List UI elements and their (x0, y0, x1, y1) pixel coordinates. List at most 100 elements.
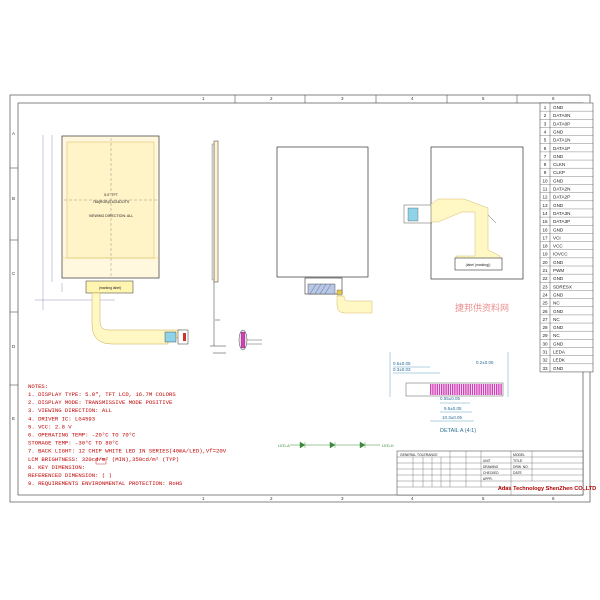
col-label: 5 (482, 96, 485, 101)
pin-name: PWM (553, 268, 564, 273)
note-line: 9. REQUIREMENTS ENVIRONMENTAL PROTECTION… (28, 480, 183, 487)
pin-number: 8 (544, 162, 547, 167)
detail-finger (489, 384, 491, 395)
pin-number: 33 (542, 366, 548, 371)
detail-finger (447, 384, 449, 395)
pin-number: 18 (542, 244, 548, 249)
pin-number: 26 (542, 309, 548, 314)
row-label: D (12, 344, 16, 349)
detail-finger (441, 384, 443, 395)
detail-dim-1: 0.5±0.05 (393, 361, 411, 366)
pin-number: 4 (544, 129, 547, 134)
pin-number: 20 (542, 260, 548, 265)
pin-name: GND (553, 309, 564, 314)
detail-finger (485, 384, 487, 395)
col-label: 1 (202, 96, 205, 101)
pin-name: IOVCC (553, 252, 568, 257)
pin-name: DATA0N (553, 113, 570, 118)
led-cathode-label: LED-K (382, 443, 394, 448)
front-view: 5.0" TFT 768(RGB)X1024DOTS VIEWING DIREC… (35, 135, 189, 345)
back-view-2: (label (marking)) 捷邦供资料网 (403, 146, 524, 314)
note-line: 3. VIEWING DIRECTION: ALL (28, 407, 112, 414)
pin-number: 31 (542, 350, 548, 355)
pin-name: CLKN (553, 162, 565, 167)
cell-unit: UNIT (483, 459, 490, 463)
detail-finger (487, 384, 489, 395)
row-label: E (12, 416, 15, 421)
pin-name: GND (553, 260, 564, 265)
lcd-resolution-text: 768(RGB)X1024DOTS (93, 200, 130, 204)
pin-number: 1 (544, 105, 547, 110)
pin-number: 24 (542, 292, 548, 297)
detail-finger (474, 384, 476, 395)
col-label: 6 (552, 96, 555, 101)
connector-label: (marking label) (99, 286, 121, 290)
field-model: MODEL (513, 453, 525, 457)
detail-finger (469, 384, 471, 395)
pin-number: 17 (542, 235, 548, 240)
back-view-1 (276, 146, 373, 314)
detail-dim-6: 0.2±0.05 (476, 360, 494, 365)
pin-name: GND (553, 178, 564, 183)
led-backlight-diagram: LED-A LED-K (278, 441, 394, 449)
pin-name: DATA2P (553, 195, 570, 200)
led-symbol (329, 441, 336, 449)
pin-number: 29 (542, 333, 548, 338)
note-line: LCM BRIGHTNESS: 320cd/m² (MIN),350cd/m² … (28, 456, 179, 463)
pin-number: 6 (544, 146, 547, 151)
pin-name: DATA0P (553, 121, 570, 126)
pin-name: GND (553, 366, 564, 371)
pin-name: LEDA (553, 350, 566, 355)
detail-dim-3: 0.55±0.05 (440, 396, 460, 401)
pin-name: SDRESX (553, 284, 572, 289)
detail-dim-5: 10.3±0.05 (442, 415, 462, 420)
pin-name: LEDK (553, 358, 566, 363)
detail-a: 0.5±0.05 0.3±0.03 0.55±0.05 9.5±0.05 10.… (389, 352, 509, 434)
notes-title: NOTES: (28, 383, 48, 390)
detail-finger (476, 384, 478, 395)
pin-number: 5 (544, 138, 547, 143)
detail-finger (480, 384, 482, 395)
pin-name: NC (553, 317, 560, 322)
col-label: 1 (202, 496, 205, 501)
key-dimension-box (95, 458, 107, 465)
col-label: 5 (482, 496, 485, 501)
detail-finger (491, 384, 493, 395)
detail-finger (432, 384, 434, 395)
pin-name: NC (553, 333, 560, 338)
viewing-direction-text: VIEWING DIRECTION: ALL (89, 214, 134, 218)
note-line: 8. KEY DIMENSION: (28, 464, 85, 471)
pin-number: 28 (542, 325, 548, 330)
pin-name: GND (553, 154, 564, 159)
pin-name: DATA2N (553, 187, 570, 192)
pin-name: GND (553, 227, 564, 232)
cell-appr: APPR. (483, 477, 493, 481)
pin-name: CLKP (553, 170, 565, 175)
pin-name: DATA3P (553, 219, 570, 224)
detail-finger (463, 384, 465, 395)
pin-name: GND (553, 276, 564, 281)
pin-name: VCC (553, 244, 563, 249)
pin-number: 3 (544, 121, 547, 126)
detail-finger (496, 384, 498, 395)
pin-name: VCI (553, 235, 561, 240)
detail-finger (430, 384, 432, 395)
pin-name: DATA3N (553, 211, 570, 216)
company-name: Adas Technology ShenZhen CO.,LTD (498, 486, 596, 492)
field-drw-no: DRW. NO. (513, 465, 529, 469)
detail-finger (467, 384, 469, 395)
detail-finger (436, 384, 438, 395)
detail-finger (443, 384, 445, 395)
detail-finger (458, 384, 460, 395)
pin-name: GND (553, 203, 564, 208)
note-line: REFERENCED DIMENSION: ( ) (28, 472, 112, 479)
row-label: B (12, 196, 15, 201)
pin-name: GND (553, 105, 564, 110)
pin-number: 32 (542, 358, 548, 363)
pin-number: 10 (542, 178, 548, 183)
pin-number: 7 (544, 154, 547, 159)
pin-name: DATA1N (553, 138, 570, 143)
detail-finger (500, 384, 502, 395)
